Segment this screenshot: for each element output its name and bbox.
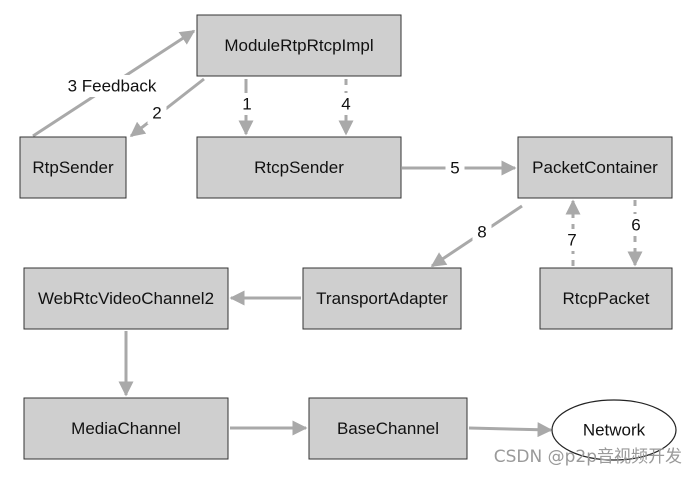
node-packetcontainer-box [517, 136, 673, 199]
node-mediachannel-box [23, 397, 229, 460]
node-rtprtcp-label: ModuleRtpRtcpImpl [224, 36, 373, 55]
edge-label-e-7: 7 [567, 231, 576, 250]
edge-label-bg [237, 93, 257, 115]
node-webrtcvideochannel2-box [23, 267, 229, 330]
node-basechannel-label: BaseChannel [337, 419, 439, 438]
edge-label-e-6: 6 [631, 216, 640, 235]
edge-label-bg [336, 93, 356, 115]
edge-label-bg [62, 75, 162, 97]
edge-label-e-5: 5 [450, 159, 459, 178]
edge-rtprtcp-to-rtpsender-arrow [129, 77, 205, 138]
node-network-box [551, 399, 677, 461]
edge-label-bg [626, 214, 646, 236]
edge-label-e-4: 4 [341, 95, 350, 114]
node-webrtcvideochannel2-label: WebRtcVideoChannel2 [38, 289, 214, 308]
node-rtcppacket-box [539, 267, 673, 330]
edge-label-bg [445, 157, 465, 179]
edge-labels-layer: 3 Feedback 2 1 4 5 6 7 8 [62, 75, 646, 251]
edge-label-e-8: 8 [477, 223, 486, 242]
edge-label-bg [147, 102, 167, 124]
node-mediachannel-label: MediaChannel [71, 419, 181, 438]
node-rtcpsender-box [196, 136, 402, 199]
node-rtprtcp-box [196, 14, 402, 77]
node-rtpsender-box [19, 136, 127, 199]
edge-label-e-feedback: 3 Feedback [68, 77, 157, 96]
node-packetcontainer-label: PacketContainer [532, 158, 658, 177]
node-rtcpsender-label: RtcpSender [254, 158, 344, 177]
node-transportadapter-box [302, 267, 462, 330]
node-network-label: Network [583, 421, 646, 440]
edge-label-e-1: 1 [242, 95, 251, 114]
watermark: CSDN @p2p音视频开发 [493, 447, 682, 467]
edge-basechannel-to-network-arrow [468, 422, 553, 438]
node-rtpsender-label: RtpSender [32, 158, 114, 177]
node-transportadapter-label: TransportAdapter [316, 289, 448, 308]
edge-label-e-2: 2 [152, 104, 161, 123]
edge-label-bg [562, 229, 582, 251]
node-rtcppacket-label: RtcpPacket [563, 289, 650, 308]
edge-label-bg [472, 221, 492, 243]
node-basechannel-box [308, 397, 468, 460]
